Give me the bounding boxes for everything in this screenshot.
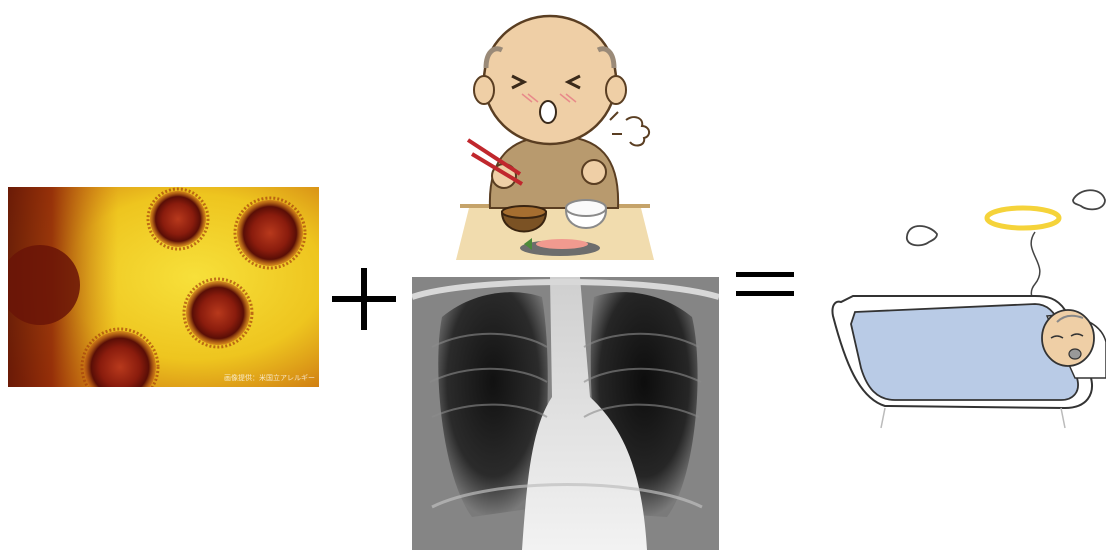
elderly-man-eating-illustration <box>450 8 660 264</box>
rice-bowl-icon <box>566 200 606 228</box>
equals-icon <box>736 272 794 296</box>
chest-xray-image <box>412 277 719 550</box>
virus-micrograph-image: 画像提供：米国立アレルギー <box>8 187 319 387</box>
halo-icon <box>987 208 1059 228</box>
plus-icon <box>332 268 396 330</box>
hospital-bed-icon <box>825 172 1106 442</box>
deceased-patient-bed-illustration <box>825 172 1106 442</box>
image-credit-caption: 画像提供：米国立アレルギー <box>224 373 315 383</box>
plus-sign <box>332 268 396 330</box>
chest-xray-icon <box>412 277 719 550</box>
angel-wing-icon <box>907 190 1105 245</box>
virus-particles-illustration <box>8 187 319 387</box>
equals-sign <box>736 272 794 296</box>
elderly-man-icon <box>1042 310 1094 366</box>
soup-bowl-icon <box>502 206 546 232</box>
elderly-man-icon <box>450 8 660 264</box>
cough-puff-icon <box>610 112 649 145</box>
